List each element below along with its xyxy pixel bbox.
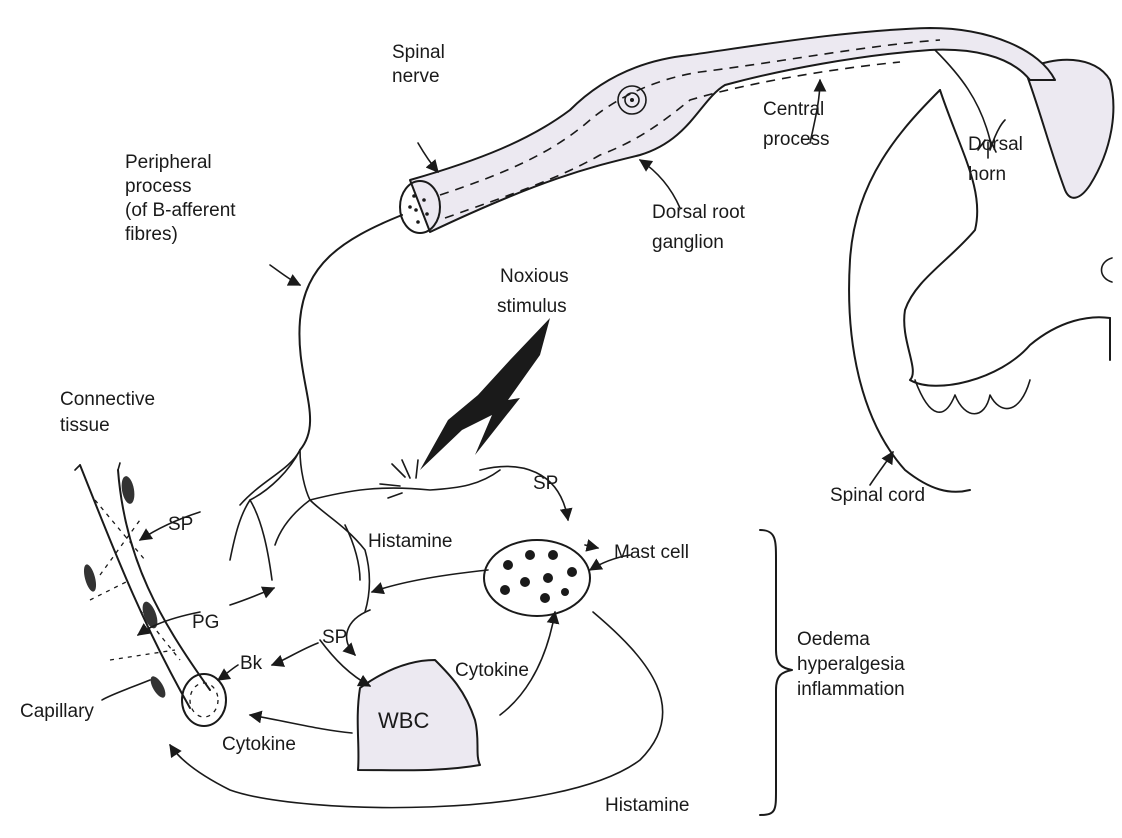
- mast-cell-label: Mast cell: [614, 542, 689, 563]
- peripheral-process-label-2: process: [125, 176, 192, 197]
- central-process-label-1: Central: [763, 99, 824, 120]
- spinal-cord-label: Spinal cord: [830, 485, 925, 506]
- sp-left-label: SP: [168, 514, 193, 535]
- effect-hyperalgesia: hyperalgesia: [797, 654, 905, 675]
- svg-text:Oedema hyperalgesia: Oedema hyperalgesia inflammation: [797, 629, 910, 700]
- dorsal-root-ganglion-label-2: ganglion: [652, 232, 724, 253]
- cytokine-bottom-label: Cytokine: [222, 734, 296, 755]
- mast-cell: [484, 540, 590, 616]
- connective-tissue-label-1: Connective: [60, 389, 155, 410]
- effects-brace: [760, 530, 792, 815]
- peripheral-process-label-1: Peripheral: [125, 152, 212, 173]
- dorsal-horn-label-1: Dorsal: [968, 134, 1023, 155]
- pg-label: PG: [192, 612, 219, 633]
- histamine-bottom-label: Histamine: [605, 795, 689, 816]
- capillary-label: Capillary: [20, 701, 94, 722]
- dorsal-horn-label-2: horn: [968, 164, 1006, 185]
- effect-inflammation: inflammation: [797, 679, 905, 700]
- cytokine-right-label: Cytokine: [455, 660, 529, 681]
- spinal-nerve-label-2: nerve: [392, 66, 440, 87]
- spinal-nerve-label-1: Spinal: [392, 42, 445, 63]
- connective-tissue-label-2: tissue: [60, 415, 110, 436]
- histamine-top-label: Histamine: [368, 531, 452, 552]
- dorsal-root-ganglion-label-1: Dorsal root: [652, 202, 746, 223]
- peripheral-process-label-4: fibres): [125, 224, 178, 245]
- effect-oedema: Oedema: [797, 629, 870, 650]
- sp-top-label: SP: [533, 473, 558, 494]
- sp-center-label: SP: [322, 627, 347, 648]
- wbc-label: WBC: [378, 708, 429, 733]
- capillary: [75, 463, 226, 726]
- noxious-stimulus-label-1: Noxious: [500, 266, 569, 287]
- bk-label: Bk: [240, 653, 263, 674]
- svg-text:Peripheral process: Peripheral process (of B-afferent fibres…: [125, 152, 241, 245]
- central-process-label-2: process: [763, 129, 830, 150]
- mast-cell-granules: [500, 550, 577, 603]
- noxious-stimulus-label-2: stimulus: [497, 296, 567, 317]
- noxious-stimulus-bolt: [420, 318, 550, 470]
- peripheral-process-label-3: (of B-afferent: [125, 200, 236, 221]
